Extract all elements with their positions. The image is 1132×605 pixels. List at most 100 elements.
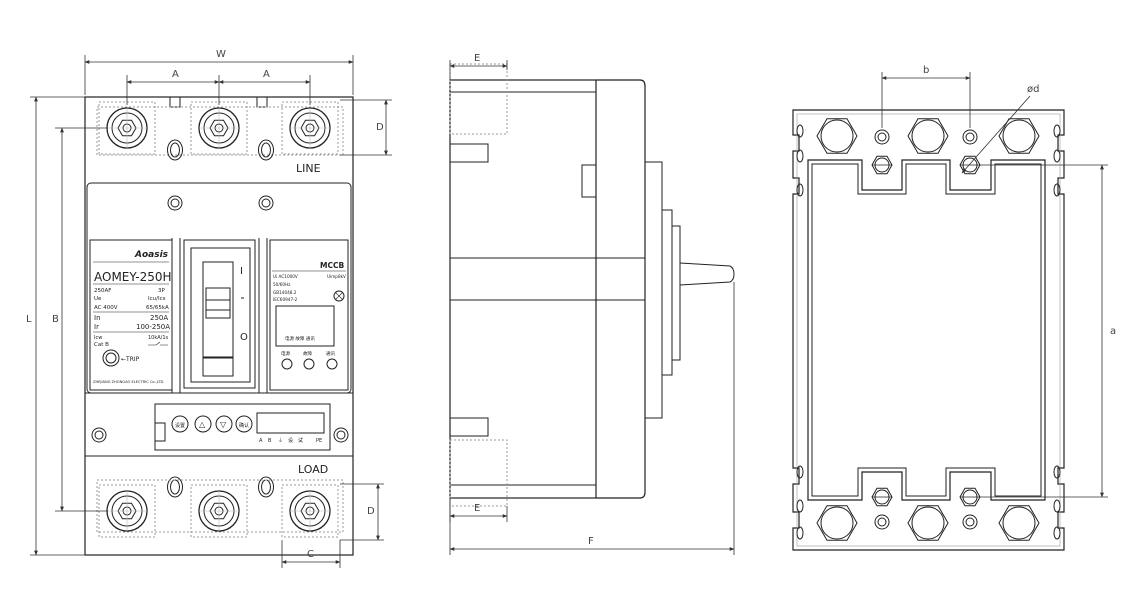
key-confirm[interactable] (235, 415, 253, 433)
ir-value: 100-250A (136, 323, 170, 331)
front-dimensions (30, 55, 392, 568)
icw-label: Icw (94, 335, 102, 341)
standard-gb: GB14048.2 (273, 290, 297, 295)
side-dimensions (449, 60, 735, 555)
type-mccb: MCCB (320, 261, 344, 270)
rear-nut-top-1 (871, 155, 893, 175)
screen-caption: 电源 故障 通讯 (285, 335, 315, 342)
in-value: 250A (150, 314, 168, 322)
key-set-label: 设置 (175, 422, 185, 429)
uimp-rating: Uimp8kV (327, 274, 346, 279)
ue-value: AC 400V (94, 305, 118, 311)
rear-slots (796, 124, 1061, 540)
rear-bolt-bottom-2 (907, 505, 949, 541)
dim-f: F (588, 536, 594, 547)
breaker-handle[interactable] (202, 261, 234, 358)
mount-hole-top-right (258, 139, 274, 161)
info-panel: MCCB Ui AC1000V Uimp8kV 50/60Hz GB14048.… (269, 239, 349, 391)
nameplate: Aoasis AOMEY-250H 250AF 3P Ue Icu/Ics AC… (89, 239, 173, 391)
led-comm (326, 358, 338, 370)
trip-label: ←TRIP (121, 356, 140, 363)
cover-screw-2 (258, 195, 274, 211)
dim-a-small: a (1110, 326, 1116, 337)
dim-b-small: b (923, 65, 929, 76)
key-up[interactable] (194, 415, 212, 433)
load-terminal-2 (190, 484, 248, 538)
led-power (281, 358, 293, 370)
dim-phi-d: ød (1027, 84, 1039, 95)
rear-nut-bottom-2 (959, 487, 981, 507)
rear-nut-bottom-1 (871, 487, 893, 507)
rear-hole-bottom-1 (874, 514, 890, 530)
load-label: LOAD (298, 463, 328, 476)
cover-screw-4 (333, 427, 349, 443)
key-down[interactable] (215, 415, 233, 433)
in-label: In (94, 314, 101, 322)
rear-bolt-bottom-3 (998, 505, 1040, 541)
indicator-test: 试 (298, 437, 303, 444)
led-fault (303, 358, 315, 370)
category: Cat B (94, 342, 109, 348)
dim-a-1: A (172, 69, 179, 80)
frequency: 50/60Hz (273, 282, 291, 287)
line-terminal-2 (190, 101, 248, 155)
manufacturer: ZHEJIANG ZHONGAO ELECTRIC Co.,LTD. (93, 380, 164, 384)
side-cover (596, 79, 646, 499)
frame-rating: 250AF (94, 288, 111, 294)
trip-button[interactable] (102, 349, 120, 367)
line-strip (85, 96, 353, 108)
dim-d-bottom: D (367, 506, 375, 517)
line-label: LINE (296, 162, 321, 175)
rear-view: b ød a (792, 65, 1116, 551)
indicator-a: A (259, 438, 263, 444)
handle-housing: I O (171, 238, 268, 393)
key-down-label: ▽ (220, 420, 227, 429)
side-view: E E F (449, 53, 735, 555)
icu-ics-label: Icu/Ics (148, 296, 166, 302)
rear-bolt-top-1 (816, 118, 858, 154)
rear-dimensions (881, 72, 1108, 498)
line-terminal-3 (281, 101, 339, 155)
load-terminal-3 (281, 484, 339, 538)
controller-strip: 设置 △ ▽ 确认 A B ⏚ 设 试 PE (85, 392, 353, 457)
dim-e-bottom: E (474, 503, 480, 514)
dim-e-top: E (474, 53, 480, 64)
icw-value: 10kA/1s (148, 335, 169, 341)
key-up-label: △ (199, 420, 206, 429)
indicator-pe: PE (316, 438, 322, 444)
rear-hole-top-2 (962, 129, 978, 145)
led-label-power: 电源 (281, 350, 290, 357)
model-name: AOMEY-250H (94, 270, 172, 284)
ir-label: Ir (94, 323, 99, 331)
rear-bolt-bottom-1 (816, 505, 858, 541)
cover-screw-3 (91, 427, 107, 443)
indicator-b: B (268, 438, 272, 444)
indicator-ground: ⏚ (278, 437, 283, 444)
side-body (449, 79, 597, 499)
led-label-fault: 故障 (303, 350, 312, 357)
dim-d-top: D (376, 122, 384, 133)
side-handle (679, 262, 735, 286)
led-label-comm: 通讯 (326, 350, 335, 357)
handle-off-mark: O (240, 332, 248, 343)
mount-hole-top-left (167, 139, 183, 161)
side-raised-panel (645, 161, 663, 419)
certification-mark (333, 290, 345, 302)
dim-l: L (26, 314, 32, 325)
rear-bolt-top-2 (907, 118, 949, 154)
ui-rating: Ui AC1000V (273, 274, 298, 279)
dim-w: W (216, 49, 226, 60)
controller-display (256, 412, 325, 434)
standard-iec: IEC60947-2 (273, 297, 298, 302)
rear-nut-top-2 (959, 155, 981, 175)
key-set[interactable] (171, 415, 189, 433)
rear-hole-top-1 (874, 129, 890, 145)
key-confirm-label: 确认 (239, 422, 249, 429)
dim-c: C (307, 549, 314, 560)
icu-ics-value: 65/65kA (146, 305, 169, 311)
indicator-set: 设 (288, 437, 293, 444)
dim-a-2: A (263, 69, 270, 80)
handle-on-mark: I (240, 266, 243, 277)
rear-body (807, 159, 1046, 501)
